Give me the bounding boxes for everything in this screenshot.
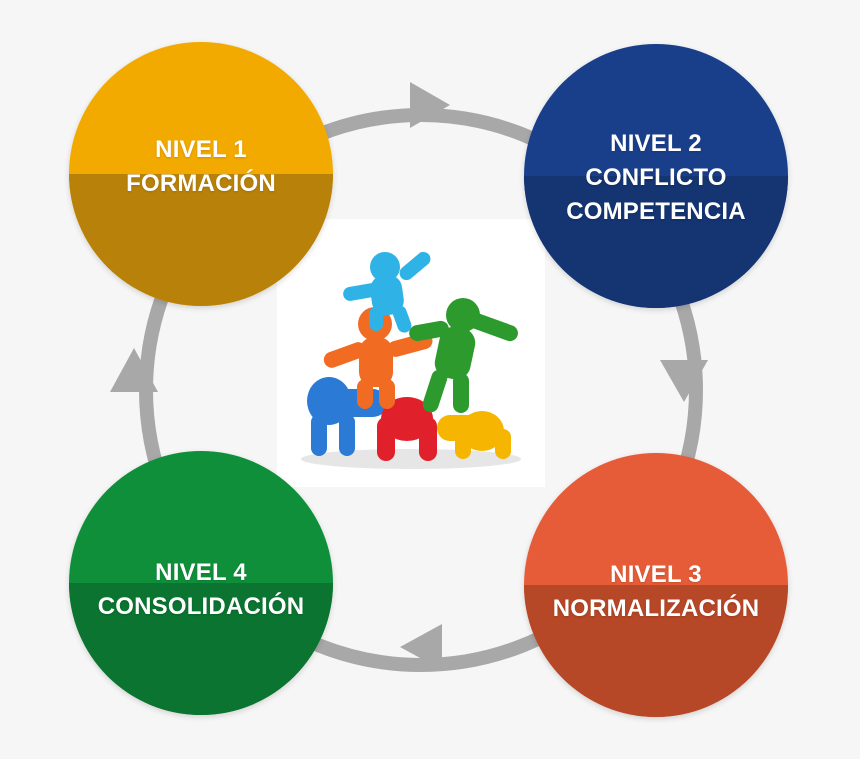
nivel-1-label: NIVEL 1 FORMACIÓN [69,133,333,201]
nivel-3-stage: NORMALIZACIÓN [552,594,760,622]
nivel-2-stage-line2: COMPETENCIA [566,198,746,226]
nivel-2-label: NIVEL 2 CONFLICTO COMPETENCIA [524,127,788,229]
nivel-2-node: NIVEL 2 CONFLICTO COMPETENCIA [524,44,788,308]
nivel-4-title: NIVEL 4 [155,558,247,586]
nivel-2-stage: CONFLICTO [585,164,727,192]
nivel-3-fill-bottom [524,585,788,717]
arrow-left-icon [400,624,442,670]
arrow-up-icon [110,348,158,392]
nivel-3-node: NIVEL 3 NORMALIZACIÓN [524,453,788,717]
arrow-down-icon [660,360,708,402]
nivel-4-node: NIVEL 4 CONSOLIDACIÓN [69,451,333,715]
nivel-1-fill-bottom [69,174,333,306]
nivel-2-fill-bottom [524,176,788,308]
nivel-4-label: NIVEL 4 CONSOLIDACIÓN [69,556,333,624]
nivel-3-title: NIVEL 3 [610,560,702,588]
nivel-2-title: NIVEL 2 [610,130,702,158]
nivel-3-label: NIVEL 3 NORMALIZACIÓN [524,558,788,626]
nivel-1-stage: FORMACIÓN [126,170,276,198]
nivel-4-stage: CONSOLIDACIÓN [97,592,305,620]
nivel-4-fill-bottom [69,583,333,715]
teamwork-figures-icon [301,251,521,469]
nivel-1-node: NIVEL 1 FORMACIÓN [69,42,333,306]
nivel-1-title: NIVEL 1 [155,136,247,164]
arrow-right-icon [410,82,450,128]
